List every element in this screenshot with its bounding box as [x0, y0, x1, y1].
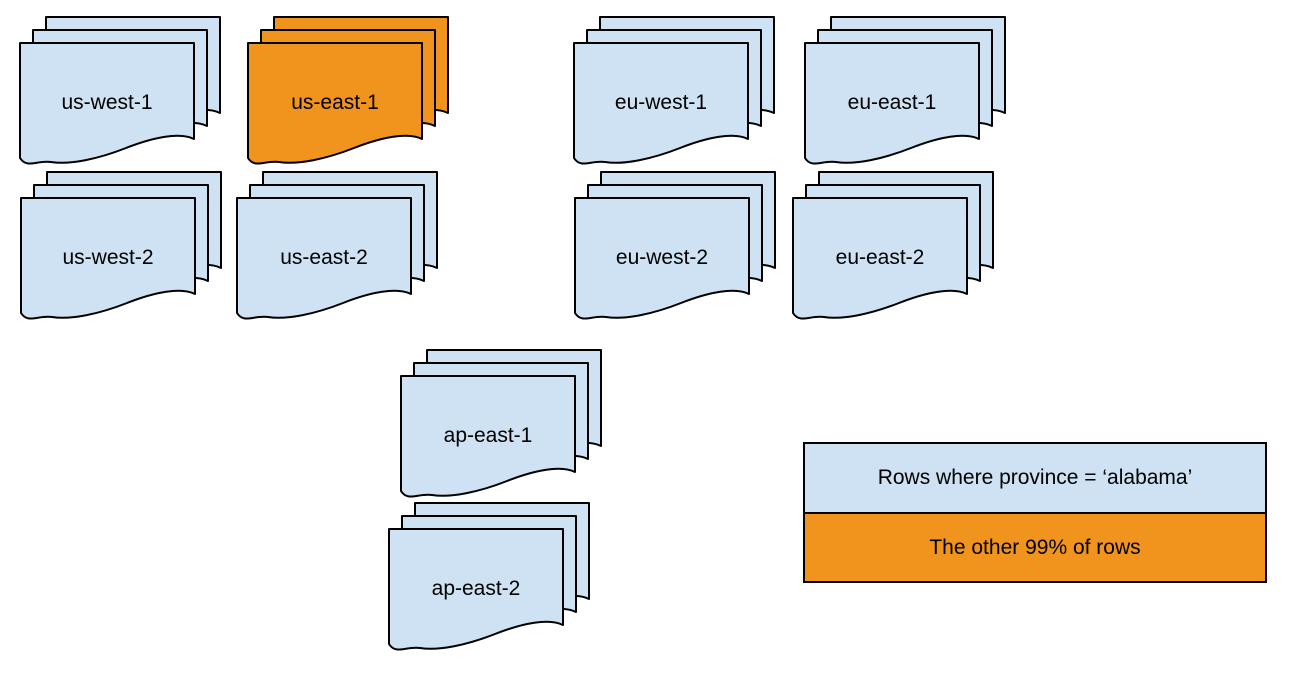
stack-label: ap-east-2	[431, 576, 521, 600]
stack-label: ap-east-1	[443, 423, 533, 447]
legend-label-alabama: Rows where province = ‘alabama’	[877, 466, 1193, 489]
stack-ap-east-2: ap-east-2	[388, 502, 594, 656]
legend: Rows where province = ‘alabama’ The othe…	[803, 442, 1267, 583]
stack-label: us-west-1	[61, 90, 153, 114]
stack-us-west-1: us-west-1	[19, 16, 225, 170]
stack-label: us-east-1	[291, 90, 379, 114]
stack-label: us-east-2	[280, 245, 368, 269]
stack-eu-west-1: eu-west-1	[573, 16, 779, 170]
legend-row-alabama: Rows where province = ‘alabama’	[805, 444, 1265, 512]
legend-label-other: The other 99% of rows	[929, 535, 1141, 559]
stack-us-east-1: us-east-1	[247, 16, 453, 170]
stack-eu-east-2: eu-east-2	[792, 171, 998, 325]
stack-eu-east-1: eu-east-1	[804, 16, 1010, 170]
stack-us-east-2: us-east-2	[236, 171, 442, 325]
stack-ap-east-1: ap-east-1	[400, 349, 606, 503]
stack-us-west-2: us-west-2	[20, 171, 226, 325]
stack-label: eu-east-1	[847, 90, 937, 114]
stack-eu-west-2: eu-west-2	[574, 171, 780, 325]
stack-label: us-west-2	[62, 245, 154, 269]
stack-label: eu-east-2	[835, 245, 925, 269]
legend-row-other: The other 99% of rows	[805, 512, 1265, 581]
stack-label: eu-west-2	[615, 245, 709, 269]
stack-label: eu-west-1	[614, 90, 708, 114]
